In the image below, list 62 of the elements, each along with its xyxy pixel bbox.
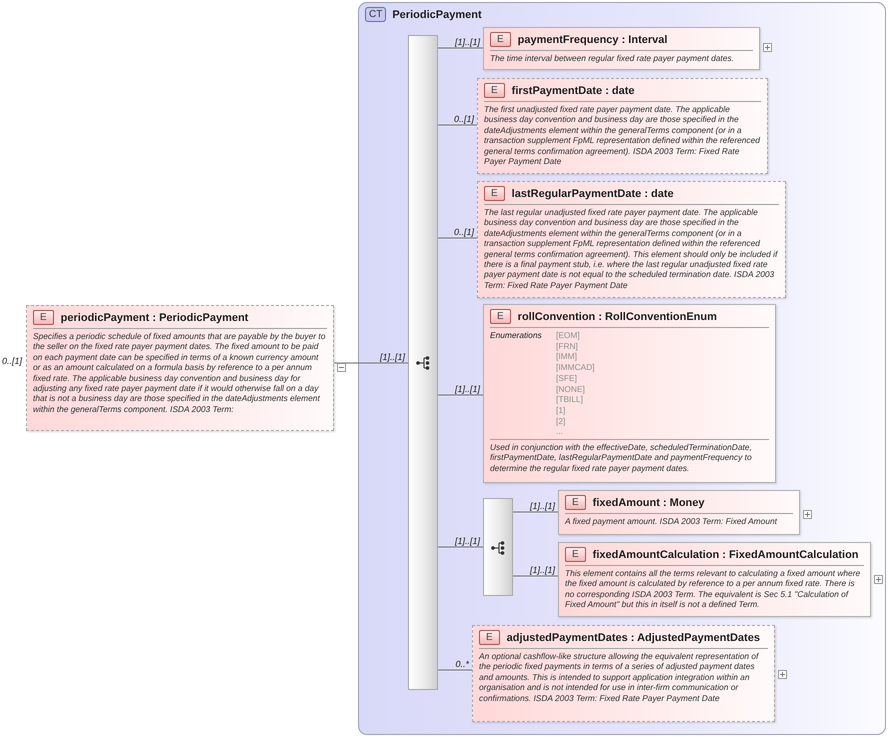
element-box <box>472 625 775 722</box>
multiplicity-label: [1]..[1] <box>380 352 405 362</box>
multiplicity-label: [1]..[1] <box>454 384 480 394</box>
complex-type-badge: CT <box>365 7 386 22</box>
description: The first unadjusted fixed rate payer payment date. The applicable business day convention and business day are those specified in the dateAdjustments element within the generalTerms component (or in a transaction supplement FpML representation defined within the referenced general terms confirmation agreement). ISDA 2003 Term: Fixed Rate Payer Payment Date <box>484 104 761 166</box>
description: The time interval between regular fixed rate payer payment dates. <box>490 53 735 64</box>
description: An optional cashflow-like structure allowing the equivalent representation of the periodic fixed payments in terms of a series of adjusted payment dates and amounts. This is intended to support application integration within an organisation and is not intended for use in inter-firm communication or confirmations. ISDA 2003 Term: Fixed Rate Payer Payment Date <box>479 651 760 704</box>
multiplicity-label: 0..[1] <box>454 227 474 237</box>
element-title: paymentFrequency : Interval <box>518 34 668 46</box>
enum-value: [1] <box>556 404 566 416</box>
element-box <box>483 304 776 483</box>
description: Specifies a periodic schedule of fixed amounts that are payable by the buyer to the seller on the fixed rate payer payment dates. The fixed amount to be paid on each payment date can be specified in terms of a known currency amount or as an amount calculated on a formula basis by reference to a per annum fixed rate. The applicable business day convention and business day for adjusting any fixed rate payer payment date if it would otherwise fall on a day that is not a business day are those specified in the dateAdjustments element within the generalTerms component. ISDA 2003 Term: <box>33 331 326 414</box>
multiplicity-label: 0..* <box>455 659 469 669</box>
description: Used in conjunction with the effectiveDate, scheduledTerminationDate, firstPaymentDate, lastRegularPaymentDate and paymentFrequency to determine the regular fixed rate payer payment dates. <box>490 442 753 474</box>
element-box <box>558 542 871 617</box>
element-badge: E <box>565 495 586 510</box>
connector-line <box>438 546 484 548</box>
connector-line <box>334 362 408 364</box>
description: A fixed payment amount. ISDA 2003 Term: Fixed Amount <box>565 516 778 526</box>
element-badge: E <box>33 310 54 325</box>
element-badge: E <box>484 186 505 201</box>
enum-value: [IMMCAD] <box>556 362 595 373</box>
sequence-bar <box>483 498 513 596</box>
complex-type-container <box>358 2 886 735</box>
enum-value: [FRN] <box>556 340 579 352</box>
enum-value: [IMM] <box>556 351 578 362</box>
element-title: periodicPayment : PeriodicPayment <box>60 312 248 324</box>
multiplicity-label: [1]..[1] <box>530 501 555 511</box>
element-title: fixedAmount : Money <box>592 496 705 508</box>
element-box <box>477 78 768 174</box>
description: This element contains all the terms relevant to calculating a fixed amount where the fixed amount is calculated by reference to a per annum fixed rate. There is no corresponding ISDA 2003 Term. The equivalent is Sec 5.1 "Calculation of Fixed Amount" but this in itself is not a defined Term. <box>565 568 862 610</box>
element-box <box>558 490 800 535</box>
enum-value: [2] <box>556 416 566 426</box>
description: The last regular unadjusted fixed rate payer payment date. The applicable business day convention and business day are those specified in the dateAdjustments element within the generalTerms component (or in a transaction supplement FpML representation defined within the referenced general terms confirmation agreement). This element should only be included if there is a final payment stub, i.e. where the last regular unadjusted fixed rate payer payment date is not equal to the scheduled termination date. ISDA 2003 Term: Fixed Rate Payer Payment Date <box>484 207 779 290</box>
multiplicity-label: [1]..[1] <box>454 37 480 47</box>
multiplicity-label: [1]..[1] <box>530 565 555 575</box>
complex-type-title: PeriodicPayment <box>392 8 482 20</box>
element-title: fixedAmountCalculation : FixedAmountCalculation <box>592 548 859 560</box>
enum-value: [EOM] <box>556 330 581 341</box>
element-title: rollConvention : RollConventionEnum <box>518 310 717 322</box>
element-title: firstPaymentDate : date <box>512 84 635 96</box>
element-box <box>483 27 760 70</box>
element-badge: E <box>490 309 511 324</box>
element-badge: E <box>479 630 500 645</box>
element-badge: E <box>565 547 586 562</box>
element-badge: E <box>490 32 511 47</box>
multiplicity-label: [1]..[1] <box>454 536 480 546</box>
multiplicity-label: 0..[1] <box>454 114 474 124</box>
sequence-bar <box>408 35 438 690</box>
element-box <box>477 181 786 298</box>
multiplicity-label: 0..[1] <box>2 356 22 366</box>
element-box <box>26 305 334 431</box>
connector-line <box>438 124 478 126</box>
element-badge: E <box>484 83 505 98</box>
enum-value: [NONE] <box>556 384 586 394</box>
element-title: lastRegularPaymentDate : date <box>512 188 674 200</box>
element-title: adjustedPaymentDates : AdjustedPaymentDates <box>506 632 760 644</box>
enumerations-label: Enumerations <box>490 330 543 342</box>
enum-value: [SFE] <box>556 372 578 384</box>
enum-value: [TBILL] <box>556 394 584 405</box>
enum-value: ... <box>556 426 564 438</box>
connector-line <box>438 394 484 396</box>
